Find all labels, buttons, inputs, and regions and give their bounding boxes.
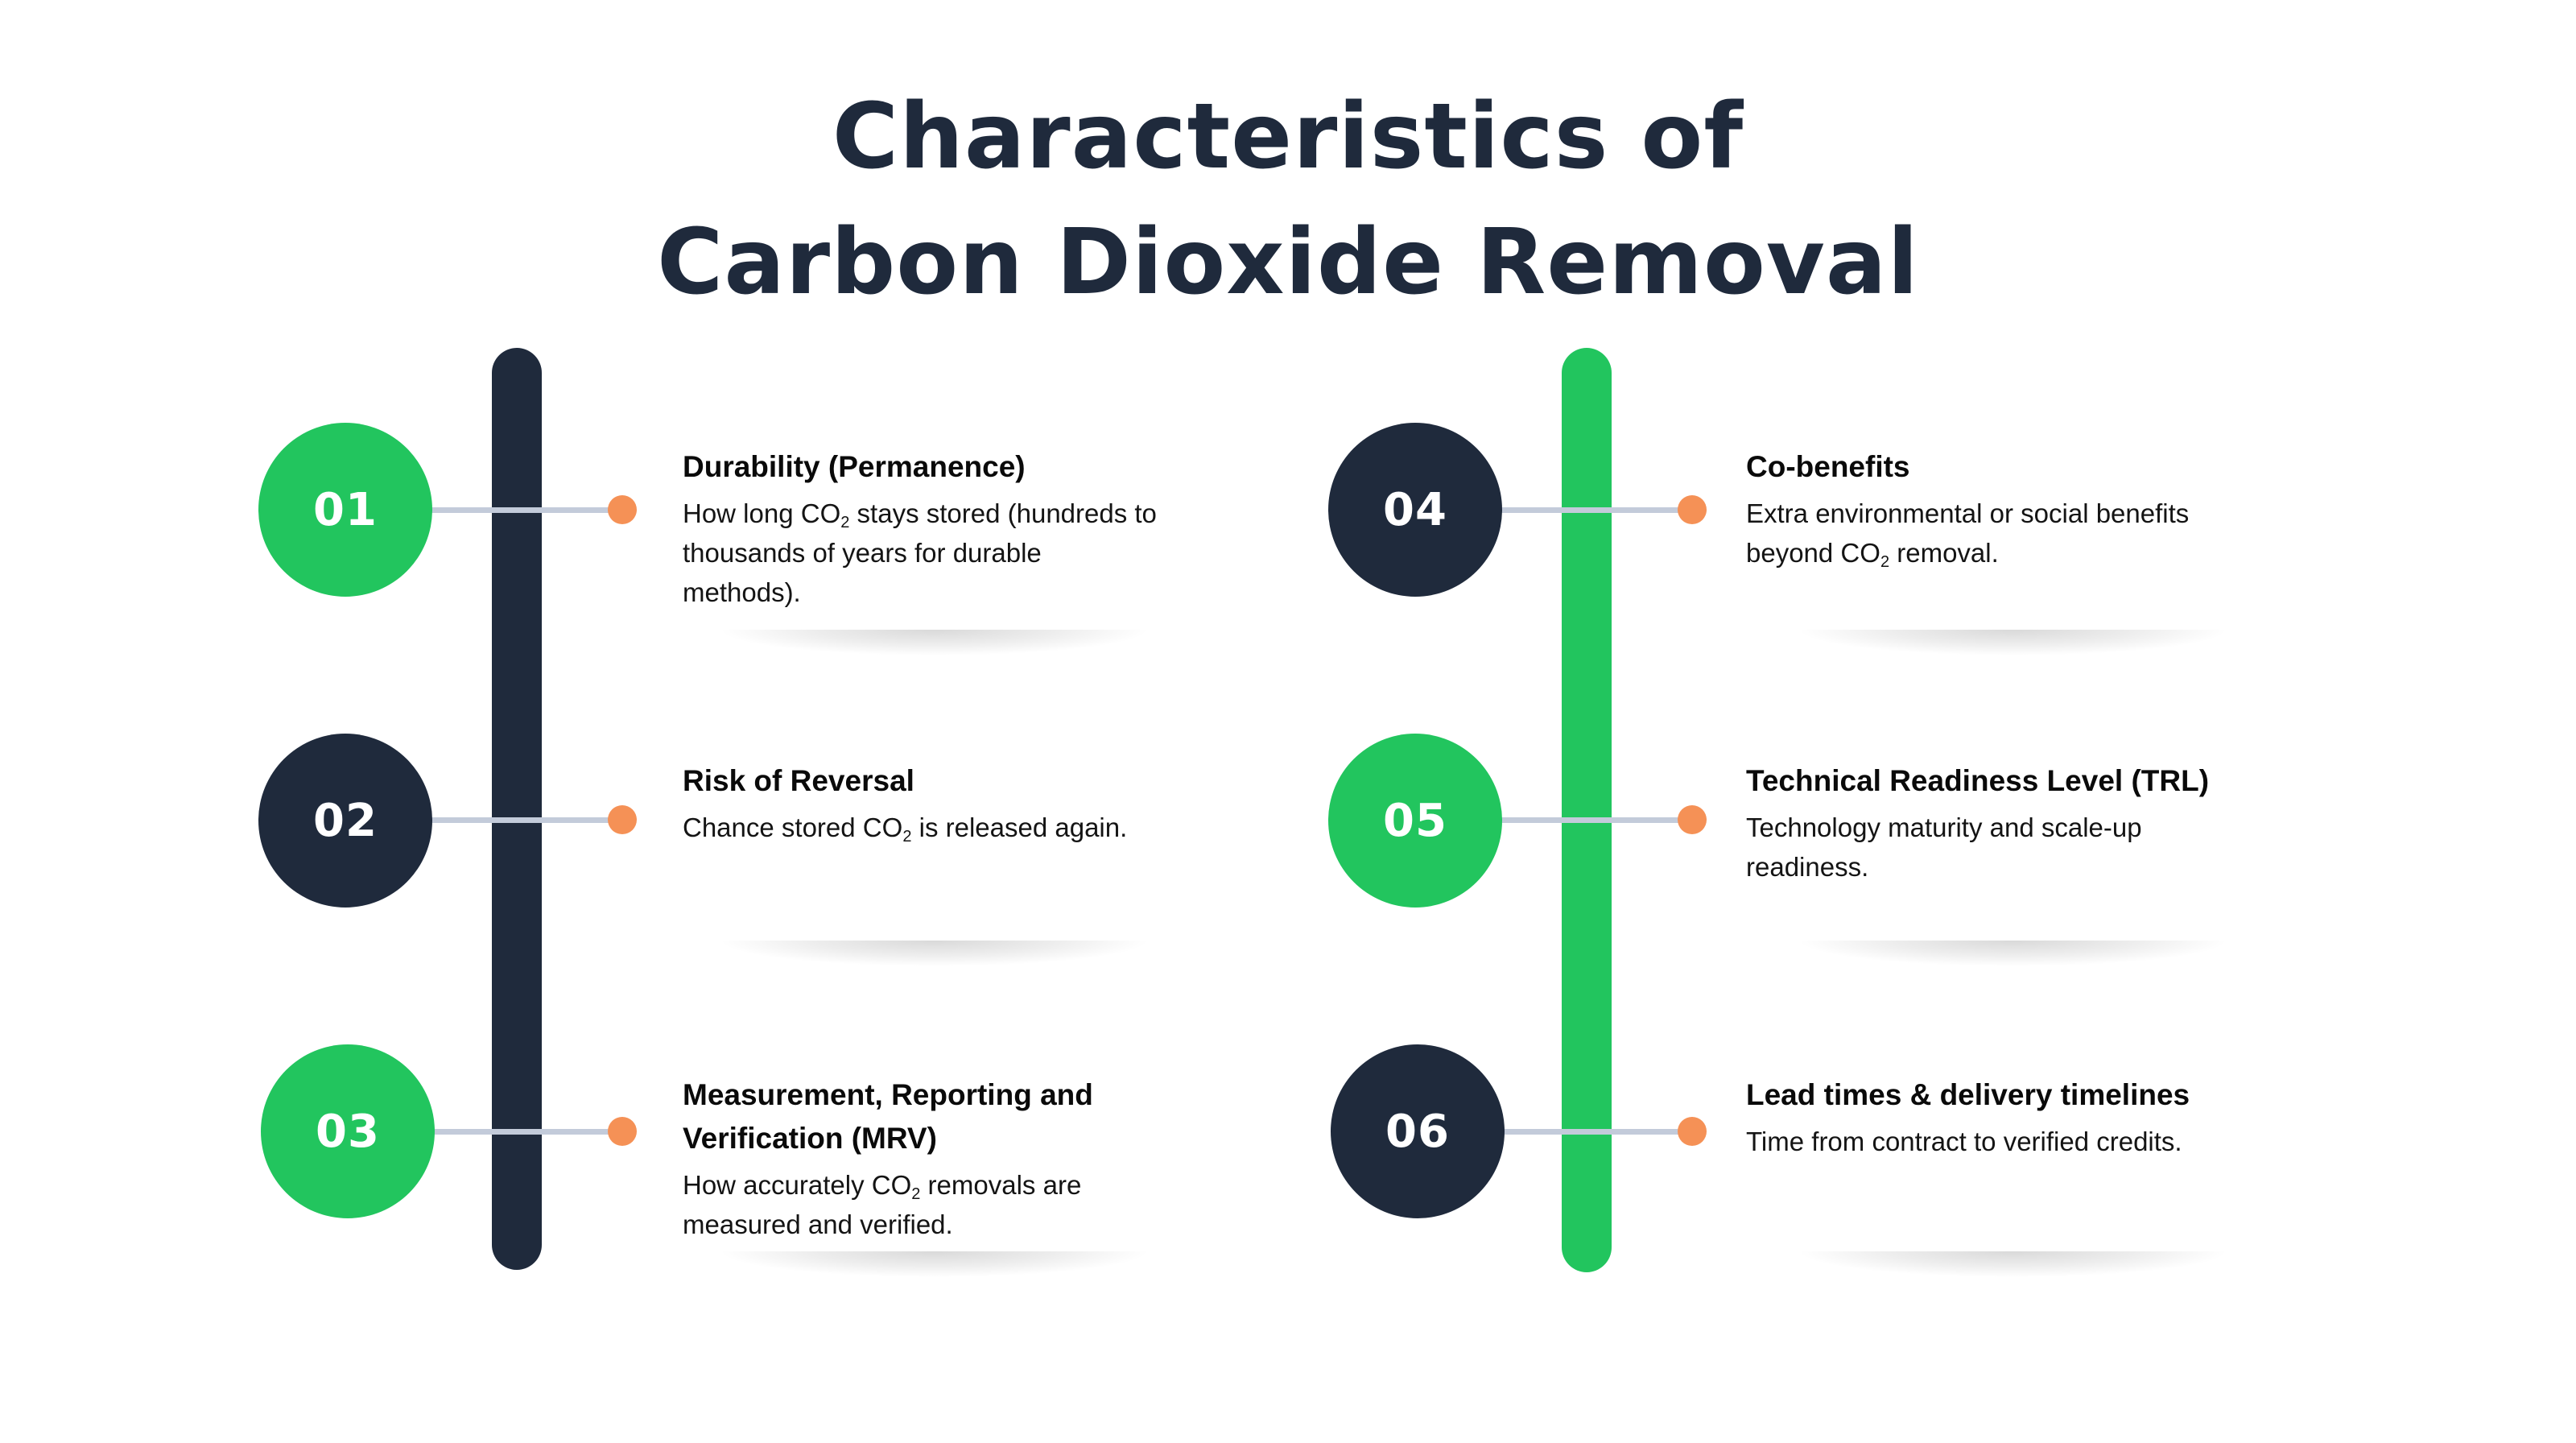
page-title: Characteristics of Carbon Dioxide Remova…	[0, 74, 2576, 325]
orange-dot-icon	[1678, 1117, 1707, 1146]
step-badge-03: 03	[261, 1044, 435, 1218]
card-description: How accurately CO2 removals are measured…	[683, 1170, 1082, 1239]
orange-dot-icon	[1678, 805, 1707, 834]
connector-line	[430, 1129, 612, 1135]
characteristic-card-trl: Technical Readiness Level (TRL) Technolo…	[1746, 759, 2358, 887]
step-number: 06	[1385, 1105, 1450, 1158]
connector-line	[427, 817, 612, 823]
card-title: Co-benefits	[1746, 450, 1910, 483]
orange-dot-icon	[1678, 495, 1707, 524]
characteristic-card-risk-of-reversal: Risk of Reversal Chance stored CO2 is re…	[683, 759, 1294, 847]
step-badge-04: 04	[1328, 423, 1502, 597]
step-number: 02	[313, 794, 378, 847]
characteristic-card-co-benefits: Co-benefits Extra environmental or socia…	[1746, 445, 2358, 573]
card-description: Extra environmental or social benefits b…	[1746, 498, 2190, 571]
step-number: 05	[1383, 794, 1447, 847]
card-shadow	[1745, 941, 2281, 973]
orange-dot-icon	[608, 495, 637, 524]
card-shadow	[1745, 1251, 2281, 1284]
step-badge-01: 01	[258, 423, 432, 597]
step-badge-05: 05	[1328, 734, 1502, 908]
card-title: Lead times & delivery timelines	[1746, 1078, 2190, 1111]
step-number: 04	[1383, 483, 1447, 536]
connector-line	[1499, 1129, 1682, 1135]
connector-line	[427, 507, 612, 513]
card-title: Durability (Permanence)	[683, 450, 1026, 483]
card-description: Time from contract to verified credits.	[1746, 1127, 2182, 1156]
characteristic-card-lead-times: Lead times & delivery timelines Time fro…	[1746, 1073, 2358, 1161]
title-line-2: Carbon Dioxide Removal	[657, 210, 1919, 315]
characteristic-card-durability: Durability (Permanence) How long CO2 sta…	[683, 445, 1294, 612]
card-shadow	[667, 941, 1202, 973]
card-title: Risk of Reversal	[683, 764, 914, 797]
step-number: 03	[316, 1105, 380, 1158]
connector-line	[1497, 817, 1682, 823]
timeline-bar-left	[492, 348, 542, 1270]
orange-dot-icon	[608, 1117, 637, 1146]
title-line-1: Characteristics of	[832, 85, 1744, 189]
card-title: Technical Readiness Level (TRL)	[1746, 764, 2210, 797]
card-description: How long CO2 stays stored (hundreds to t…	[683, 498, 1157, 607]
orange-dot-icon	[608, 805, 637, 834]
card-title-line-2: Verification (MRV)	[683, 1122, 937, 1155]
characteristic-card-mrv: Measurement, Reporting and Verification …	[683, 1073, 1294, 1244]
timeline-bar-right	[1562, 348, 1612, 1272]
card-description: Technology maturity and scale-up readine…	[1746, 812, 2142, 882]
card-shadow	[667, 1251, 1202, 1284]
card-shadow	[667, 630, 1202, 662]
card-title-line-1: Measurement, Reporting and	[683, 1078, 1093, 1111]
connector-line	[1497, 507, 1682, 513]
step-number: 01	[313, 483, 378, 536]
step-badge-02: 02	[258, 734, 432, 908]
card-description: Chance stored CO2 is released again.	[683, 812, 1128, 846]
step-badge-06: 06	[1331, 1044, 1505, 1218]
card-shadow	[1745, 630, 2281, 662]
